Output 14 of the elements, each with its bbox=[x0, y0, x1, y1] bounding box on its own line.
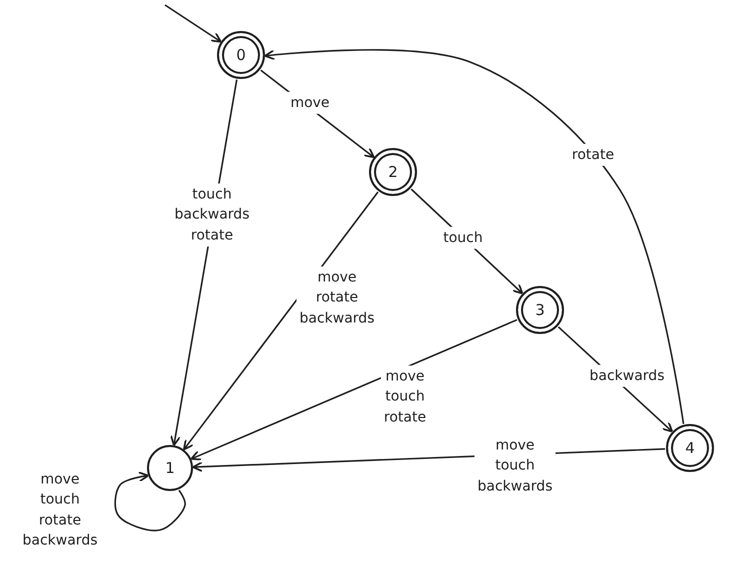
transition-arrow bbox=[190, 319, 518, 460]
state-label: 1 bbox=[165, 459, 175, 477]
accepting-state-circle bbox=[369, 148, 417, 196]
accepting-state-circle bbox=[516, 286, 564, 334]
transition-arrow bbox=[264, 49, 684, 424]
transition-arrow bbox=[164, 4, 222, 43]
state-circle bbox=[147, 445, 193, 491]
accepting-state-circle bbox=[666, 424, 714, 472]
transition-arrow bbox=[114, 471, 186, 532]
accepting-state-circle bbox=[217, 31, 265, 79]
state-label: 0 bbox=[236, 46, 246, 64]
state-label: 4 bbox=[685, 439, 695, 457]
state-label: 3 bbox=[535, 301, 545, 319]
state-label: 2 bbox=[388, 163, 398, 181]
